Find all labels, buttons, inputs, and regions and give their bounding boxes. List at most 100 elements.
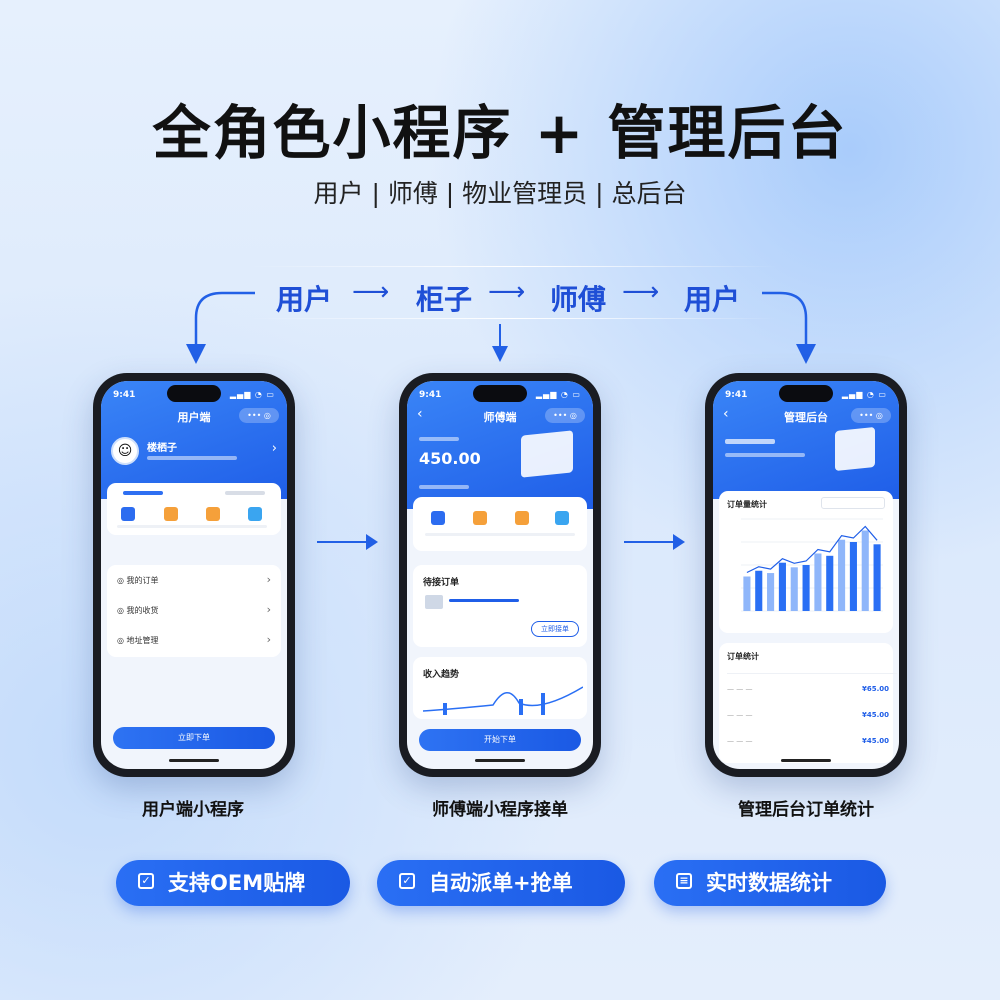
phone-notch (473, 385, 527, 402)
place-order-button[interactable]: 立即下单 (113, 727, 275, 749)
order-chart-card: 订单量统计 (719, 491, 893, 633)
chevron-right-icon: › (266, 603, 271, 616)
table-title: 订单统计 (727, 652, 759, 661)
table-row[interactable]: — — — ¥65.00 (727, 685, 889, 693)
capsule-menu-button[interactable]: ••• ◎ (545, 408, 585, 423)
list-item-label: 我的收货 (126, 606, 159, 615)
nav-title: 管理后台 (784, 411, 828, 424)
feature-label: 实时数据统计 (706, 871, 832, 895)
feature-pill-dispatch[interactable]: ✓ 自动派单+抢单 (377, 860, 625, 906)
flow-step-locker: 柜子 (416, 283, 473, 316)
status-time: 9:41 (113, 390, 136, 400)
chart-bar (838, 539, 846, 611)
back-arrow-icon[interactable]: ‹ (417, 406, 423, 422)
flow-divider-top (248, 266, 778, 267)
flow-arrow-icon: ⟶ (488, 277, 526, 307)
checkbox-icon: ✓ (138, 873, 154, 889)
table-cell-amount: ¥65.00 (861, 685, 889, 693)
chart-bar (802, 565, 810, 611)
arrow-head-icon (366, 534, 378, 550)
status-icons: ▂▄▆ ◔ ▭ (535, 390, 581, 399)
file-icon[interactable] (555, 511, 569, 525)
note-icon[interactable] (515, 511, 529, 525)
flow-step-user: 用户 (276, 283, 333, 316)
tab-indicator[interactable] (123, 491, 163, 495)
table-cell-amount: ¥45.00 (861, 711, 889, 719)
chart-bar (814, 553, 822, 611)
caption-admin-app: 管理后台订单统计 (738, 800, 874, 820)
chart-bar (767, 573, 775, 611)
trend-bar (443, 703, 447, 715)
balance-subtext (419, 485, 469, 489)
status-time: 9:41 (725, 390, 748, 400)
home-indicator (475, 759, 525, 762)
box-icon[interactable] (164, 507, 178, 521)
box-icon[interactable] (473, 511, 487, 525)
chart-bar (861, 530, 869, 611)
caption-worker-app: 师傅端小程序接单 (432, 800, 568, 820)
file-icon[interactable] (248, 507, 262, 521)
caption-user-app: 用户端小程序 (142, 800, 244, 820)
phone-screen: 9:41 ▂▄▆ ◔ ▭ ‹ 管理后台 ••• ◎ 订单量统计 订单统计 — —… (713, 381, 899, 769)
list-item[interactable]: ◎ 地址管理 (117, 635, 159, 646)
feature-pill-oem[interactable]: ✓ 支持OEM贴牌 (116, 860, 350, 906)
trend-line (423, 686, 583, 712)
chart-bar (849, 542, 857, 611)
profile-name: 楼栖子 (147, 443, 177, 454)
chart-bar (790, 567, 798, 611)
page-subtitle: 用户 | 师傅 | 物业管理员 | 总后台 (313, 179, 687, 208)
page-title: 全角色小程序 + 管理后台 (152, 99, 848, 167)
capsule-menu-button[interactable]: ••• ◎ (239, 408, 279, 423)
feature-pill-stats[interactable]: ≡ 实时数据统计 (654, 860, 886, 906)
chart-bar (755, 570, 763, 611)
flow-arrow-icon: ⟶ (622, 277, 660, 307)
home-indicator (781, 759, 831, 762)
pending-orders-card: 待接订单 立即接单 (413, 565, 587, 647)
order-icon[interactable] (121, 507, 135, 521)
menu-list-card: ◎ 我的订单 › ◎ 我的收货 › ◎ 地址管理 › (107, 565, 281, 657)
section-title: 收入趋势 (423, 670, 460, 680)
table-row[interactable]: — — — ¥45.00 (727, 711, 889, 719)
document-illustration-icon (835, 426, 875, 472)
note-icon[interactable] (206, 507, 220, 521)
arrow-left-connector (186, 291, 255, 364)
phone-admin-app: 9:41 ▂▄▆ ◔ ▭ ‹ 管理后台 ••• ◎ 订单量统计 订单统计 — —… (705, 373, 907, 777)
capsule-menu-button[interactable]: ••• ◎ (851, 408, 891, 423)
list-item[interactable]: ◎ 我的订单 (117, 575, 159, 586)
start-order-button[interactable]: 开始下单 (419, 729, 581, 751)
icon-labels (117, 525, 267, 528)
list-icon: ◎ (117, 576, 127, 585)
quick-actions-card (107, 483, 281, 535)
avatar[interactable]: ☺ (111, 437, 139, 465)
phone-user-app: 9:41 ▂▄▆ ◔ ▭ 用户端 ••• ◎ ☺ 楼栖子 › ◎ 我的订单 › … (93, 373, 295, 777)
back-arrow-icon[interactable]: ‹ (723, 406, 729, 422)
feature-label: 支持OEM贴牌 (168, 871, 306, 895)
chevron-right-icon: › (266, 633, 271, 646)
document-illustration-icon (521, 430, 573, 478)
list-item-label: 我的订单 (126, 576, 159, 585)
header-headline (725, 439, 775, 444)
balance-amount: 450.00 (419, 449, 481, 468)
feature-label: 自动派单+抢单 (429, 871, 573, 895)
table-divider (727, 673, 897, 674)
list-icon: ≡ (676, 873, 692, 889)
date-range-select[interactable] (821, 497, 885, 509)
quick-actions-card (413, 497, 587, 551)
list-item[interactable]: ◎ 我的收货 (117, 605, 159, 616)
flow-arrow-icon: ⟶ (352, 277, 390, 307)
phone-screen: 9:41 ▂▄▆ ◔ ▭ ‹ 师傅端 ••• ◎ 450.00 待接订单 立即接… (407, 381, 593, 769)
list-icon: ◎ (117, 606, 127, 615)
nav-title: 用户端 (177, 411, 211, 424)
tab-inactive[interactable] (225, 491, 265, 495)
order-icon[interactable] (431, 511, 445, 525)
chevron-right-icon[interactable]: › (271, 441, 277, 456)
icon-labels (425, 533, 575, 536)
chart-bar (873, 544, 881, 611)
table-row[interactable]: — — — ¥45.00 (727, 737, 889, 745)
phone-notch (779, 385, 833, 402)
profile-subtext (147, 456, 237, 460)
arrow-head-icon (673, 534, 685, 550)
flow-step-user-final: 用户 (684, 283, 741, 316)
accept-order-button[interactable]: 立即接单 (531, 621, 579, 637)
order-progress (449, 599, 519, 602)
